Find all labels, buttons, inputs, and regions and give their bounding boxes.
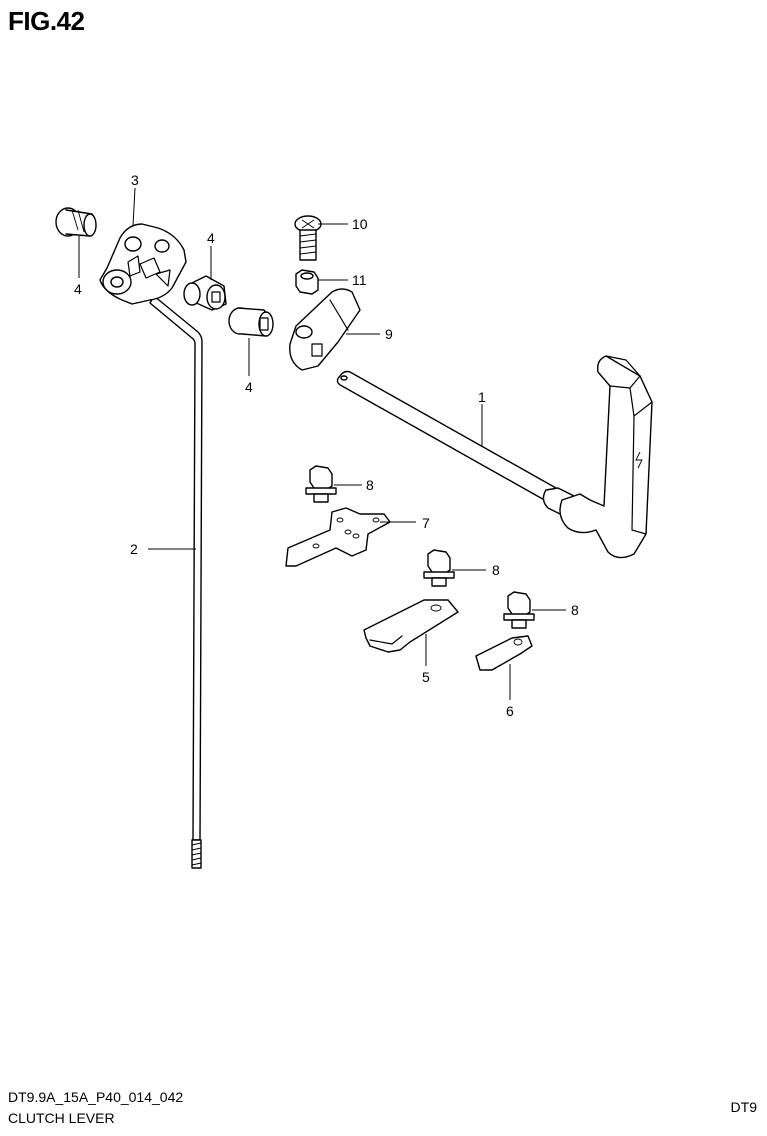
callout-numbers: 1 2 3 4 4 4 5 6 7 8 8 8 9 10 11 (74, 172, 579, 719)
callout-5: 5 (422, 669, 430, 685)
part-4b-bushing (183, 275, 227, 311)
model-label: DT9 (730, 1099, 757, 1115)
part-9-lever-arm (289, 288, 361, 371)
callout-8a: 8 (366, 477, 374, 493)
part-1-clutch-shaft (336, 355, 653, 559)
callout-10: 10 (352, 216, 368, 232)
callout-4b: 4 (207, 230, 215, 246)
part-8b-bolt (423, 549, 455, 587)
part-3-holder (99, 223, 187, 305)
part-5-clip (363, 599, 459, 653)
part-6-plate (475, 635, 533, 671)
part-10-screw (294, 215, 322, 261)
diagram-name: CLUTCH LEVER (8, 1110, 115, 1126)
part-4c-bushing (228, 307, 274, 337)
callout-6: 6 (506, 703, 514, 719)
callout-9: 9 (385, 326, 393, 342)
callout-1: 1 (478, 389, 486, 405)
callout-3: 3 (131, 172, 139, 188)
callout-7: 7 (422, 515, 430, 531)
callout-2: 2 (130, 541, 138, 557)
callout-4c: 4 (245, 379, 253, 395)
callout-11: 11 (352, 272, 367, 288)
part-11-nut (295, 269, 319, 295)
callout-4a: 4 (74, 281, 82, 297)
part-8a-bolt (305, 465, 337, 503)
figure-label: FIG.42 (8, 6, 85, 36)
callout-8b: 8 (492, 562, 500, 578)
part-8c-bolt (503, 591, 535, 629)
callout-8c: 8 (571, 602, 579, 618)
leader-lines (78, 187, 566, 700)
part-2-rod (149, 295, 203, 869)
diagram-code: DT9.9A_15A_P40_014_042 (8, 1089, 184, 1105)
part-4a-bushing (55, 207, 97, 237)
part-7-bracket (285, 507, 391, 567)
